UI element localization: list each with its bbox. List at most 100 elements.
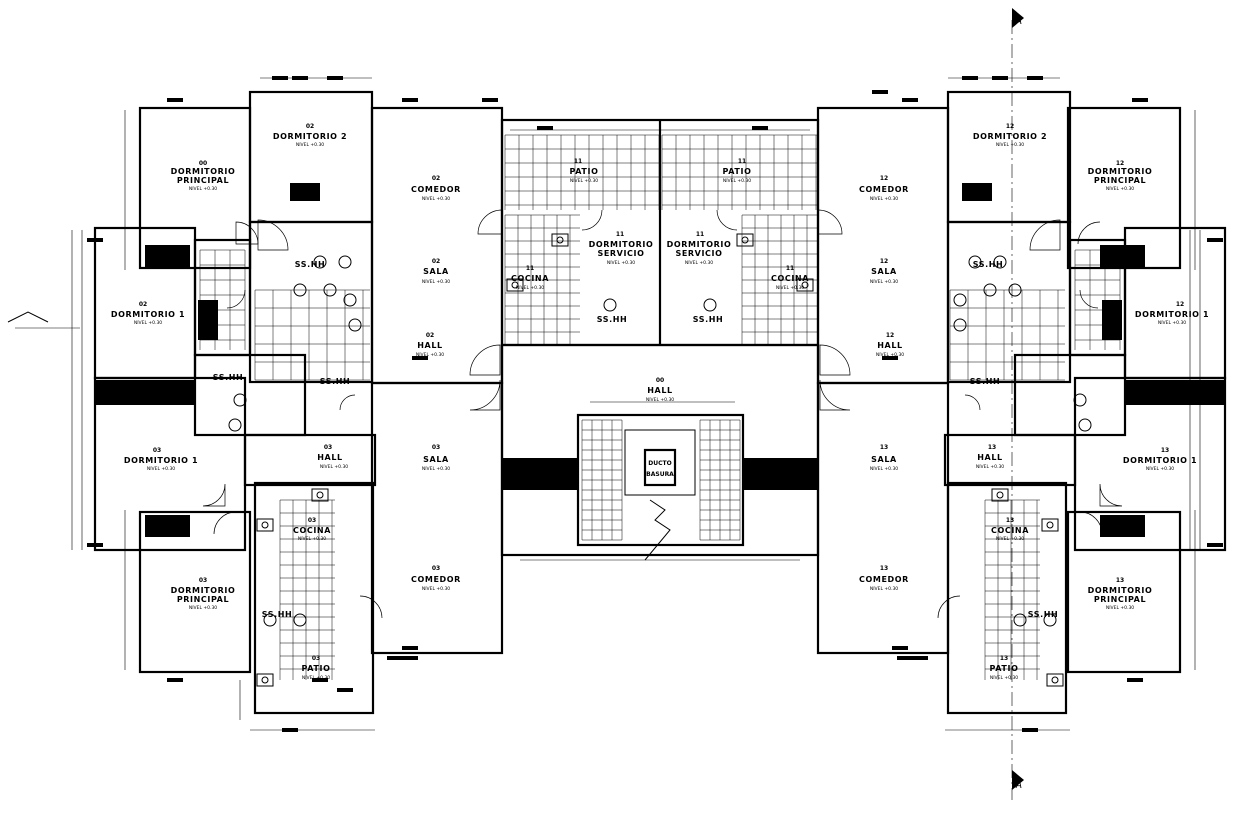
level-tag: NIVEL +0.30 (996, 536, 1024, 542)
room-name: PATIO (723, 167, 752, 176)
room-name: DORMITORIO 2 (273, 132, 347, 141)
room-number: 00 (199, 160, 207, 167)
room-number: 03 (432, 565, 440, 572)
level-tag: NIVEL +0.30 (990, 675, 1018, 681)
dimension-tick (412, 356, 428, 360)
section-a-bottom-label: A (1015, 781, 1022, 791)
room-name: PRINCIPAL (1094, 176, 1146, 185)
toilet-fixture-icon (953, 293, 967, 307)
room-number: 12 (886, 332, 894, 339)
toilet-fixture-icon (983, 283, 997, 297)
toilet-fixture-icon (293, 283, 307, 297)
room-number: 13 (1000, 655, 1008, 662)
toilet-fixture-icon (338, 255, 352, 269)
room-number: 11 (738, 158, 746, 165)
sink-fixture-icon (796, 278, 814, 292)
room-name: COMEDOR (859, 575, 909, 584)
toilet-fixture-icon (263, 613, 277, 627)
level-tag: NIVEL +0.30 (685, 260, 713, 266)
room-number: 03 (199, 577, 207, 584)
room-number: 02 (432, 175, 440, 182)
dimension-tick (902, 98, 918, 102)
room-number: 03 (324, 444, 332, 451)
room-name: SS.HH (262, 610, 293, 619)
level-tag: NIVEL +0.30 (302, 675, 330, 681)
room-name: DORMITORIO 1 (111, 310, 185, 319)
sink-fixture-icon (256, 518, 274, 532)
sink-drain-icon (511, 281, 519, 289)
room-name: HALL (317, 453, 342, 462)
fixtures (228, 233, 1092, 687)
level-tag: NIVEL +0.30 (422, 586, 450, 592)
level-tag: NIVEL +0.30 (1146, 466, 1174, 472)
level-tag: NIVEL +0.30 (870, 279, 898, 285)
level-tag: NIVEL +0.30 (976, 464, 1004, 470)
room-number: 03 (312, 655, 320, 662)
room-number: 11 (574, 158, 582, 165)
sink-fixture-icon (991, 488, 1009, 502)
dimension-tick (312, 678, 328, 682)
room-number: 11 (526, 265, 534, 272)
room-number: 03 (308, 517, 316, 524)
room-name: PRINCIPAL (177, 176, 229, 185)
room-name: SALA (871, 455, 897, 464)
level-tag: NIVEL +0.30 (298, 536, 326, 542)
floor-tiles (199, 134, 1121, 680)
dimension-tick (482, 98, 498, 102)
room-name: COCINA (293, 526, 331, 535)
dimension-tick (167, 678, 183, 682)
room-name: COCINA (771, 274, 809, 283)
toilet-fixture-icon (1073, 393, 1087, 407)
level-tag: NIVEL +0.30 (134, 320, 162, 326)
room-number: 12 (1116, 160, 1124, 167)
sink-drain-icon (996, 491, 1004, 499)
room-name: SERVICIO (675, 249, 722, 258)
duct-label-1: DUCTO (648, 460, 671, 467)
level-tag: NIVEL +0.30 (320, 464, 348, 470)
dimension-tick (402, 98, 418, 102)
dimension-tick (912, 656, 928, 660)
toilet-fixture-icon (993, 255, 1007, 269)
section-markers: A A (7, 8, 1201, 800)
room-number: 02 (426, 332, 434, 339)
room-number: 11 (786, 265, 794, 272)
sink-fixture-icon (551, 233, 569, 247)
level-tag: NIVEL +0.30 (189, 186, 217, 192)
sink-fixture-icon (736, 233, 754, 247)
dimension-tick (167, 98, 183, 102)
level-tag: NIVEL +0.30 (422, 279, 450, 285)
room-name: HALL (417, 341, 442, 350)
toilet-fixture-icon (968, 255, 982, 269)
walls (93, 90, 1227, 715)
room-name: PRINCIPAL (1094, 595, 1146, 604)
room-name: SALA (871, 267, 897, 276)
toilet-fixture-icon (1043, 613, 1057, 627)
level-tag: NIVEL +0.30 (996, 142, 1024, 148)
room-name: DORMITORIO (171, 167, 236, 176)
room-number: 12 (1006, 123, 1014, 130)
sink-drain-icon (1051, 676, 1059, 684)
toilet-fixture-icon (703, 298, 717, 312)
room-number: 13 (880, 565, 888, 572)
room-name: SALA (423, 267, 449, 276)
trash-duct: DUCTO BASURA (643, 448, 677, 487)
level-tag: NIVEL +0.30 (607, 260, 635, 266)
sink-fixture-icon (256, 673, 274, 687)
level-tag: NIVEL +0.30 (1106, 605, 1134, 611)
dimension-tick (1132, 98, 1148, 102)
room-name: SALA (423, 455, 449, 464)
room-number: 13 (1006, 517, 1014, 524)
room-name: DORMITORIO 2 (973, 132, 1047, 141)
room-number: 12 (1176, 301, 1184, 308)
toilet-fixture-icon (233, 393, 247, 407)
room-labels: 00 DORMITORIO PRINCIPAL NIVEL +0.30 02 D… (111, 123, 1209, 681)
toilet-fixture-icon (293, 613, 307, 627)
level-tag: NIVEL +0.30 (870, 196, 898, 202)
sink-drain-icon (261, 521, 269, 529)
toilet-fixture-icon (348, 318, 362, 332)
room-name: PRINCIPAL (177, 595, 229, 604)
dimension-tick (882, 356, 898, 360)
level-tag: NIVEL +0.30 (870, 466, 898, 472)
sink-fixture-icon (1046, 673, 1064, 687)
